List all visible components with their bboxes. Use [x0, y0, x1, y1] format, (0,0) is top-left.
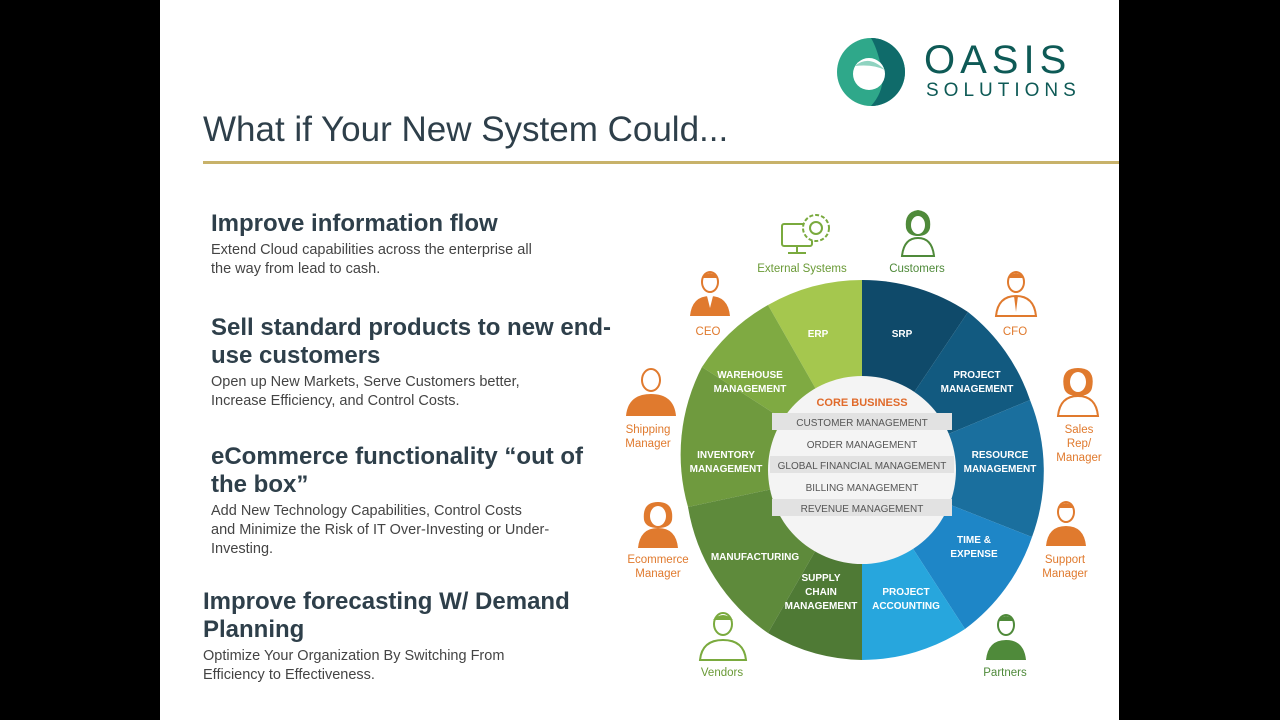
segment-label-line: SRP [892, 329, 913, 340]
point-information-flow: Improve information flow Extend Cloud ca… [211, 210, 611, 279]
stakeholder-sales-rep: Sales Rep/ Manager [1056, 424, 1102, 464]
oasis-logo-mark-icon [837, 38, 905, 106]
segment-label-manufacturing: MANUFACTURING [711, 552, 800, 563]
point-heading: Improve information flow [211, 210, 498, 237]
segment-label-time-expense: TIME & EXPENSE [950, 535, 998, 560]
segment-label-line: TIME & [957, 535, 991, 546]
segment-label-line: PROJECT [882, 587, 929, 598]
core-item: GLOBAL FINANCIAL MANAGEMENT [778, 461, 947, 472]
slide-title: What if Your New System Could... [203, 110, 729, 149]
point-description: Open up New Markets, Serve Customers bet… [211, 374, 520, 409]
sales-rep-icon [1056, 368, 1100, 417]
point-heading: Improve forecasting W/ Demand Planning [203, 588, 570, 643]
core-band [770, 456, 954, 473]
segment-label-line: RESOURCE [972, 450, 1029, 461]
segment-label-supply-chain: SUPPLY CHAIN MANAGEMENT [785, 573, 858, 612]
point-description: Optimize Your Organization By Switching … [203, 648, 505, 683]
stakeholder-external-systems: External Systems [757, 263, 847, 275]
core-item: ORDER MANAGEMENT [807, 440, 918, 451]
oasis-logo [835, 36, 907, 108]
segment-label-line: ACCOUNTING [872, 601, 940, 612]
slide: OASIS SOLUTIONS What if Your New System … [160, 0, 1119, 720]
core-title: CORE BUSINESS [816, 397, 907, 409]
stakeholder-support-manager: Support Manager [1042, 554, 1088, 580]
segment-label-inventory: INVENTORY MANAGEMENT [690, 450, 763, 475]
segment-label-resource-management: RESOURCE MANAGEMENT [964, 450, 1037, 475]
segment-label-line: INVENTORY [697, 450, 755, 461]
segment-label-line: CHAIN [805, 587, 837, 598]
segment-label-project-accounting: PROJECT ACCOUNTING [872, 587, 940, 612]
segment-label-warehouse: WAREHOUSE MANAGEMENT [714, 370, 787, 395]
stakeholder-vendors: Vendors [700, 667, 744, 679]
partners-icon [986, 614, 1026, 660]
segment-label-line: PROJECT [953, 370, 1000, 381]
stakeholder-ecommerce-manager: Ecommerce Manager [627, 554, 689, 580]
ecommerce-manager-icon [638, 502, 678, 548]
segment-label-line: WAREHOUSE [717, 370, 783, 381]
point-description: Extend Cloud capabilities across the ent… [211, 242, 532, 277]
segment-label-line: MANAGEMENT [964, 464, 1037, 475]
segment-label-line: EXPENSE [950, 549, 998, 560]
cfo-icon [994, 271, 1038, 317]
external-systems-icon [781, 214, 830, 254]
stakeholder-ceo: CEO [695, 326, 721, 338]
title-divider [203, 161, 1119, 164]
segment-label-line: MANUFACTURING [711, 552, 800, 563]
segment-label-erp: ERP [808, 329, 829, 340]
stakeholder-cfo: CFO [1002, 326, 1028, 338]
core-item: REVENUE MANAGEMENT [801, 504, 924, 515]
point-forecasting: Improve forecasting W/ Demand Planning O… [203, 588, 623, 685]
ceo-icon [690, 271, 730, 316]
core-band [772, 413, 952, 430]
logo-name: OASIS [924, 38, 1072, 82]
point-heading: Sell standard products to new end- use c… [211, 314, 612, 369]
customers-icon [900, 210, 936, 257]
core-item: BILLING MANAGEMENT [806, 483, 919, 494]
stakeholder-shipping-manager: Shipping Manager [625, 424, 671, 450]
segment-label-line: SUPPLY [801, 573, 840, 584]
shipping-manager-icon [626, 368, 676, 416]
segment-label-srp: SRP [892, 329, 913, 340]
stakeholder-partners: Partners [983, 667, 1027, 679]
point-description: Add New Technology Capabilities, Control… [211, 503, 550, 557]
segment-label-line: ERP [808, 329, 829, 340]
stakeholder-customers: Customers [889, 263, 945, 275]
core-item: CUSTOMER MANAGEMENT [796, 418, 928, 429]
logo-subtitle: SOLUTIONS [926, 80, 1081, 101]
segment-label-line: MANAGEMENT [785, 601, 858, 612]
vendors-icon [698, 612, 748, 661]
point-heading: eCommerce functionality “out of the box” [211, 443, 584, 498]
point-ecommerce: eCommerce functionality “out of the box”… [211, 443, 631, 559]
segment-label-line: MANAGEMENT [714, 384, 787, 395]
support-manager-icon [1046, 501, 1086, 546]
point-new-customers: Sell standard products to new end- use c… [211, 314, 631, 411]
core-band [772, 499, 952, 516]
segment-label-line: MANAGEMENT [941, 384, 1014, 395]
oasis-logo-text: OASIS SOLUTIONS [924, 40, 1081, 102]
segment-label-line: MANAGEMENT [690, 464, 763, 475]
business-wheel-diagram: CORE BUSINESS CUSTOMER MANAGEMENT ORDER … [680, 279, 1044, 660]
segment-label-project-management: PROJECT MANAGEMENT [941, 370, 1014, 395]
